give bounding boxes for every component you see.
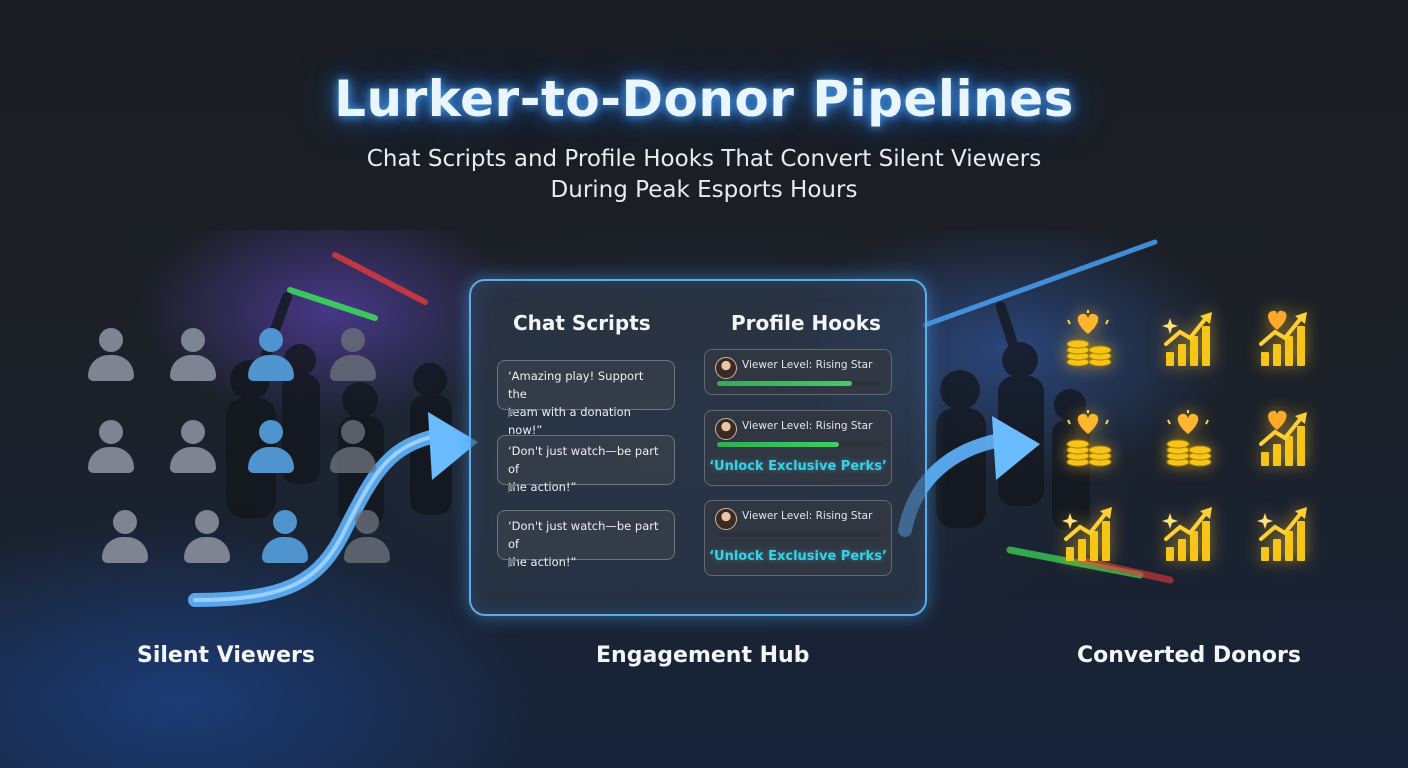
chat-script-line: ‘Don't just watch—be part of: [508, 519, 659, 551]
speech-tail-icon: [508, 559, 518, 568]
viewer-level-text: Viewer Level: Rising Star: [742, 420, 873, 432]
viewer-person-icon: [88, 328, 134, 384]
heart-coins-icon: [1060, 410, 1116, 470]
viewer-avatar: [715, 418, 737, 440]
chat-script-bubble: ‘Don't just watch—be part of the action!…: [497, 510, 675, 569]
engagement-hub-label: Engagement Hub: [596, 643, 810, 668]
viewer-person-icon: [170, 328, 216, 384]
profile-hook-card: Viewer Level: Rising Star ‘Unlock Exclus…: [704, 410, 892, 486]
chat-script-line: ‘Don't just watch—be part of: [508, 444, 659, 476]
chat-script-line: the action!”: [508, 555, 577, 569]
chat-script-line: team with a donation now!”: [508, 405, 631, 437]
profile-hook-card: Viewer Level: Rising Star ‘Unlock Exclus…: [704, 500, 892, 576]
viewer-person-icon: [262, 510, 308, 566]
growth-chart-icon: [1255, 505, 1311, 565]
viewer-person-icon: [344, 510, 390, 566]
viewer-avatar: [715, 508, 737, 530]
unlock-perks-text: ‘Unlock Exclusive Perks’: [709, 459, 887, 474]
viewer-level-text: Viewer Level: Rising Star: [742, 359, 873, 371]
viewer-person-icon: [184, 510, 230, 566]
converted-donors-grid: [1060, 310, 1320, 570]
viewer-level-text: Viewer Level: Rising Star: [742, 510, 873, 522]
chat-script-bubble: ‘Amazing play! Support the team with a d…: [497, 360, 675, 437]
silent-viewers-label: Silent Viewers: [137, 643, 315, 668]
profile-hooks-heading: Profile Hooks: [731, 311, 881, 335]
viewer-person-icon: [330, 328, 376, 384]
subtitle-line-2: During Peak Esports Hours: [550, 177, 858, 203]
heart-chart-icon: [1255, 310, 1311, 370]
level-progress-fill: [717, 381, 853, 386]
heart-coins-icon: [1060, 310, 1116, 370]
silent-viewers-grid: [78, 328, 398, 578]
speech-tail-icon: [508, 484, 518, 493]
speech-tail-icon: [508, 409, 518, 418]
page-subtitle: Chat Scripts and Profile Hooks That Conv…: [0, 144, 1408, 206]
subtitle-line-1: Chat Scripts and Profile Hooks That Conv…: [366, 146, 1042, 172]
chat-script-bubble: ‘Don't just watch—be part of the action!…: [497, 435, 675, 494]
viewer-person-icon: [170, 420, 216, 476]
chat-script-line: the action!”: [508, 480, 577, 494]
profile-hook-card: Viewer Level: Rising Star: [704, 349, 892, 395]
unlock-perks-text: ‘Unlock Exclusive Perks’: [709, 549, 887, 564]
page-title: Lurker-to-Donor Pipelines: [334, 70, 1074, 128]
viewer-avatar: [715, 357, 737, 379]
converted-donors-label: Converted Donors: [1077, 643, 1301, 668]
viewer-person-icon: [248, 420, 294, 476]
viewer-person-icon: [102, 510, 148, 566]
viewer-person-icon: [330, 420, 376, 476]
level-progress-bar: [717, 381, 882, 386]
chat-script-line: ‘Amazing play! Support the: [508, 369, 644, 401]
heart-chart-icon: [1255, 410, 1311, 470]
chat-scripts-heading: Chat Scripts: [513, 311, 651, 335]
growth-chart-icon: [1060, 505, 1116, 565]
level-progress-bar: [717, 442, 882, 447]
level-progress-bar: [717, 532, 882, 537]
heart-coins-icon: [1160, 410, 1216, 470]
growth-chart-icon: [1160, 310, 1216, 370]
viewer-person-icon: [88, 420, 134, 476]
viewer-person-icon: [248, 328, 294, 384]
level-progress-fill: [717, 442, 840, 447]
growth-chart-icon: [1160, 505, 1216, 565]
